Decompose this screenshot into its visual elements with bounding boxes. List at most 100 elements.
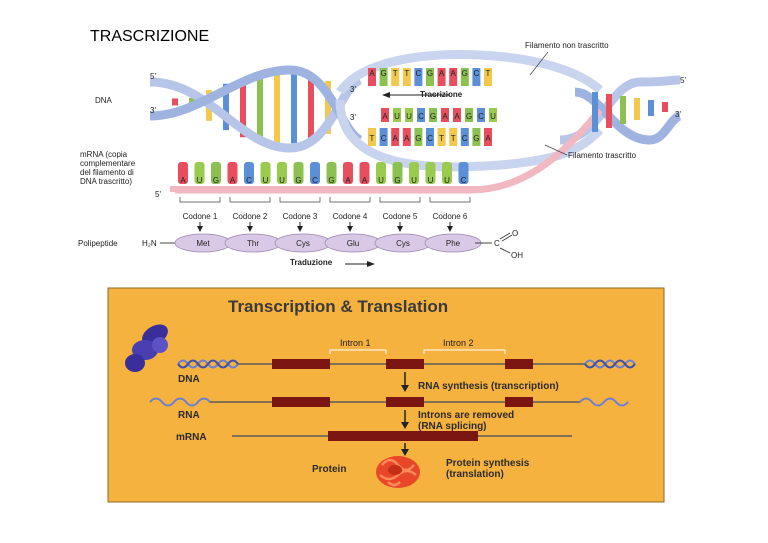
mrna-5prime: 5' <box>155 190 161 199</box>
mrna-base-bar-3 <box>227 162 238 184</box>
amino-acid-label-0: Met <box>196 239 210 248</box>
translation-label: Traduzione <box>290 258 333 267</box>
translation-arrowhead <box>367 261 375 267</box>
mrna-label-line-2: complementare <box>80 159 136 168</box>
upper-base-bar-9 <box>472 68 481 86</box>
codon-label-0: Codone 1 <box>183 212 218 221</box>
splicing-arrowhead <box>401 422 409 429</box>
carbonyl-bond-2 <box>501 234 513 242</box>
dna-helix-right <box>584 359 636 369</box>
n-terminus: H₂N <box>142 239 157 248</box>
non-template-strand <box>336 50 604 95</box>
upper-base-bar-0 <box>368 68 376 86</box>
middle-base-bar-2 <box>405 108 413 122</box>
dna-row-label: DNA <box>178 374 200 385</box>
mrna-base-letter-0: A <box>180 176 186 185</box>
lower-base-bar-7 <box>449 128 458 146</box>
slide-title: TRASCRIZIONE <box>90 28 210 45</box>
codon-arrowhead-5 <box>447 226 453 232</box>
intron2-bracket <box>423 349 506 354</box>
mrna-base-letter-2: G <box>213 176 219 185</box>
mrna-base-letter-15: U <box>428 176 434 185</box>
mrna-base-letter-9: G <box>328 176 334 185</box>
middle-base-bar-4 <box>429 108 437 122</box>
right-helix-rungs <box>592 92 668 132</box>
lower-base-bar-1 <box>379 128 388 146</box>
codon-bracket-1 <box>229 197 271 203</box>
middle-base-letter-6: A <box>454 112 460 121</box>
codon-arrowhead-0 <box>197 226 203 232</box>
codon-bracket-2 <box>279 197 321 203</box>
hydroxyl-bond <box>499 247 511 254</box>
mrna-base-letter-13: G <box>394 176 400 185</box>
non-template-label: Filamento non trascritto <box>525 41 609 50</box>
middle-base-bar-0 <box>381 108 389 122</box>
middle-base-letter-0: A <box>382 112 388 121</box>
mrna-base-letter-8: C <box>312 176 318 185</box>
protein-label: Protein <box>312 464 346 475</box>
carbonyl-oxygen: O <box>512 229 518 238</box>
step3-line1: Protein synthesis <box>446 458 530 469</box>
dna-3prime-left: 3' <box>150 106 156 115</box>
dna-exon-1 <box>272 359 330 369</box>
mrna-backbone <box>170 186 480 192</box>
lower-base-bar-6 <box>437 128 446 146</box>
transcription-label: Tracrizione <box>420 90 463 99</box>
mrna-base-bar-16 <box>442 162 452 184</box>
upper-base-bar-7 <box>449 68 458 86</box>
codon-arrowhead-3 <box>347 226 353 232</box>
mrna-base-bar-15 <box>425 162 436 184</box>
lower-base-letter-9: G <box>473 134 479 143</box>
codon-bracket-3 <box>329 197 371 203</box>
panel-title: Transcription & Translation <box>228 297 448 316</box>
mrna-base-letter-7: G <box>295 176 301 185</box>
hydroxyl: OH <box>511 251 523 260</box>
upper-base-letter-1: G <box>380 69 386 78</box>
carbonyl-bond <box>499 232 511 240</box>
rna-exon-1 <box>272 397 330 407</box>
codon-label-3: Codone 4 <box>333 212 368 221</box>
middle-base-letter-4: G <box>430 112 436 121</box>
upper-base-bar-8 <box>460 68 469 86</box>
dna-label: DNA <box>95 96 113 105</box>
translation-step-arrowhead <box>401 449 409 456</box>
middle-base-letter-3: C <box>418 112 424 121</box>
middle-base-bar-6 <box>453 108 461 122</box>
mrna-label-line-1: mRNA (copia <box>80 150 128 159</box>
middle-base-bar-8 <box>477 108 485 122</box>
template-label: Filamento trascritto <box>568 151 637 160</box>
mrna-base-letter-10: A <box>345 176 351 185</box>
transcription-step-arrowhead <box>401 385 409 392</box>
middle-base-bar-7 <box>465 108 473 122</box>
dna-5prime-left: 5' <box>150 72 156 81</box>
lower-base-letter-4: G <box>415 134 421 143</box>
mrna-base-letter-17: C <box>461 176 467 185</box>
lower-base-letter-1: C <box>381 134 387 143</box>
rna-exon-2 <box>386 397 424 407</box>
mrna-base-letter-14: U <box>411 176 417 185</box>
amino-acid-label-4: Cys <box>396 239 410 248</box>
lower-base-bar-9 <box>472 128 481 146</box>
codon-label-1: Codone 2 <box>233 212 268 221</box>
mrna-base-letter-12: U <box>378 176 384 185</box>
upper-base-letter-4: C <box>416 69 422 78</box>
codon-bracket-0 <box>179 197 221 203</box>
lower-base-letter-2: A <box>393 134 399 143</box>
mrna-base-bar-4 <box>244 162 254 184</box>
lower-base-bar-3 <box>402 128 411 146</box>
lower-base-letter-8: C <box>462 134 468 143</box>
middle-base-bar-5 <box>441 108 449 122</box>
lower-base-letter-3: A <box>404 134 410 143</box>
template-pointer <box>544 144 568 156</box>
middle-base-letter-9: U <box>490 112 496 121</box>
codon-bracket-5 <box>429 197 471 203</box>
mrna-base-letter-3: A <box>230 176 236 185</box>
mrna-base-bar-9 <box>326 162 337 184</box>
upper-base-bar-4 <box>414 68 423 86</box>
transcription-arrowhead <box>382 92 390 98</box>
codon-label-4: Codone 5 <box>383 212 418 221</box>
